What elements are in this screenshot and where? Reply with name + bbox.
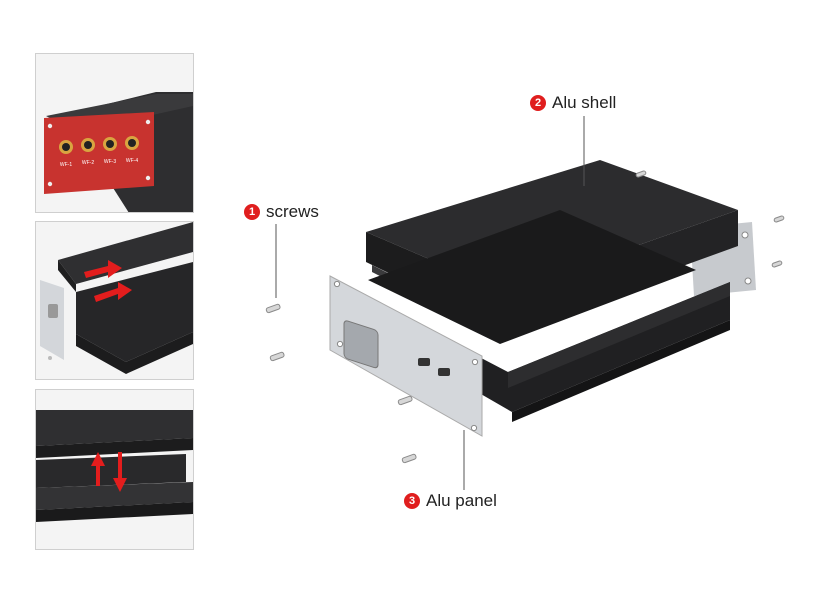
front-alu-panel — [329, 275, 483, 437]
port-label: WF-3 — [104, 159, 116, 165]
screw-icon — [773, 215, 785, 223]
screw-icon — [145, 175, 151, 181]
callout-screws: 1 screws — [244, 202, 319, 222]
screw-icon — [145, 119, 151, 125]
screw-icon — [47, 181, 53, 187]
callout-alu-shell: 2 Alu shell — [530, 93, 616, 113]
rca-jack-icon — [59, 140, 73, 154]
port-label: WF-4 — [126, 158, 138, 164]
detail-shell-halves — [35, 389, 194, 550]
arrow-icon — [94, 282, 132, 302]
port-label: WF-2 — [82, 160, 94, 166]
rca-jack-icon — [81, 138, 95, 152]
arrow-icon — [84, 260, 122, 278]
alu-panel — [40, 280, 64, 360]
callout-label: Alu panel — [426, 491, 497, 510]
arrow-up-icon — [91, 452, 105, 486]
detail-red-panel: WF-1 WF-2 WF-3 WF-4 — [35, 53, 194, 213]
number-badge: 2 — [530, 95, 546, 111]
red-front-panel — [44, 112, 154, 194]
port-label: WF-1 — [60, 162, 72, 168]
usb-port-icon — [418, 358, 430, 366]
number-badge: 3 — [404, 493, 420, 509]
screw-icon — [771, 260, 783, 268]
slide-panel-illustration — [36, 222, 193, 379]
screw-icon — [269, 351, 285, 362]
number-badge: 1 — [244, 204, 260, 220]
screw-icon — [401, 453, 417, 464]
callout-alu-panel: 3 Alu panel — [404, 491, 497, 511]
screw-icon — [397, 395, 413, 406]
callout-label: Alu shell — [552, 93, 617, 112]
red-panel-illustration: WF-1 WF-2 WF-3 WF-4 — [36, 54, 193, 212]
usb-port-icon — [438, 368, 450, 376]
arrow-down-icon — [113, 452, 127, 492]
screw-icon — [265, 303, 281, 314]
screw-icon — [48, 356, 52, 360]
rca-jack-icon — [103, 137, 117, 151]
shell-halves-illustration — [36, 390, 193, 549]
screw-icon — [47, 123, 53, 129]
callout-label: screws — [266, 202, 319, 221]
detail-slide-panel — [35, 221, 194, 380]
rca-jack-icon — [125, 136, 139, 150]
screw-icon — [635, 170, 647, 178]
